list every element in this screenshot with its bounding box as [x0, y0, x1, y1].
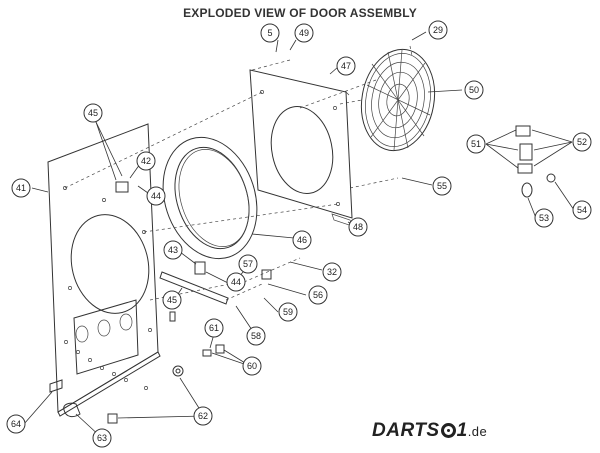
callout-41: 41	[11, 178, 31, 198]
svg-text:29: 29	[433, 25, 443, 35]
svg-text:50: 50	[469, 85, 479, 95]
brand-suffix: .de	[467, 424, 488, 439]
door-ring	[162, 136, 258, 260]
brand-digit: 1	[456, 420, 468, 441]
callout-44-lower: 44	[226, 272, 246, 292]
callout-45-lower: 45	[162, 290, 182, 310]
round-grille	[360, 48, 436, 152]
callout-46: 46	[292, 230, 312, 250]
svg-text:57: 57	[243, 259, 253, 269]
diagram-title: EXPLODED VIEW OF DOOR ASSEMBLY	[183, 6, 417, 20]
callout-55: 55	[432, 176, 452, 196]
svg-text:32: 32	[327, 267, 337, 277]
callout-59: 59	[278, 302, 298, 322]
callout-45-upper: 45	[83, 103, 103, 123]
svg-text:43: 43	[168, 245, 178, 255]
callout-61: 61	[204, 318, 224, 338]
rear-door-panel	[249, 69, 353, 227]
callout-54: 54	[572, 200, 592, 220]
callout-60: 60	[242, 356, 262, 376]
callout-57: 57	[238, 254, 258, 274]
callout-42: 42	[136, 151, 156, 171]
callout-29: 29	[428, 20, 448, 40]
svg-text:45: 45	[167, 295, 177, 305]
svg-text:46: 46	[297, 235, 307, 245]
callout-5: 5	[260, 23, 280, 43]
svg-text:44: 44	[231, 277, 241, 287]
callout-62: 62	[193, 406, 213, 426]
callout-51: 51	[466, 134, 486, 154]
brand-logo: DARTS 1.de	[372, 420, 487, 442]
svg-text:59: 59	[283, 307, 293, 317]
svg-text:58: 58	[251, 331, 261, 341]
svg-text:44: 44	[151, 191, 161, 201]
svg-text:64: 64	[11, 419, 21, 429]
callout-56: 56	[308, 285, 328, 305]
svg-text:42: 42	[141, 156, 151, 166]
callout-58: 58	[246, 326, 266, 346]
svg-text:61: 61	[209, 323, 219, 333]
svg-text:47: 47	[341, 61, 351, 71]
callout-63: 63	[92, 428, 112, 448]
svg-text:5: 5	[267, 28, 272, 38]
svg-text:51: 51	[471, 139, 481, 149]
callout-64: 64	[6, 414, 26, 434]
svg-text:52: 52	[577, 137, 587, 147]
callout-52: 52	[572, 132, 592, 152]
svg-text:62: 62	[198, 411, 208, 421]
callout-44-upper: 44	[146, 186, 166, 206]
callout-53: 53	[534, 208, 554, 228]
brand-name: DARTS	[372, 420, 440, 441]
callout-47: 47	[336, 56, 356, 76]
svg-text:49: 49	[299, 28, 309, 38]
callout-50: 50	[464, 80, 484, 100]
svg-text:56: 56	[313, 290, 323, 300]
callout-49: 49	[294, 23, 314, 43]
dartboard-icon	[440, 423, 456, 438]
front-door-panel	[47, 123, 161, 417]
callout-32: 32	[322, 262, 342, 282]
svg-text:53: 53	[539, 213, 549, 223]
svg-text:55: 55	[437, 181, 447, 191]
svg-text:45: 45	[88, 108, 98, 118]
svg-text:63: 63	[97, 433, 107, 443]
svg-text:48: 48	[353, 222, 363, 232]
svg-text:60: 60	[247, 361, 257, 371]
callout-43: 43	[163, 240, 183, 260]
svg-text:54: 54	[577, 205, 587, 215]
callout-48: 48	[348, 217, 368, 237]
svg-text:41: 41	[16, 183, 26, 193]
